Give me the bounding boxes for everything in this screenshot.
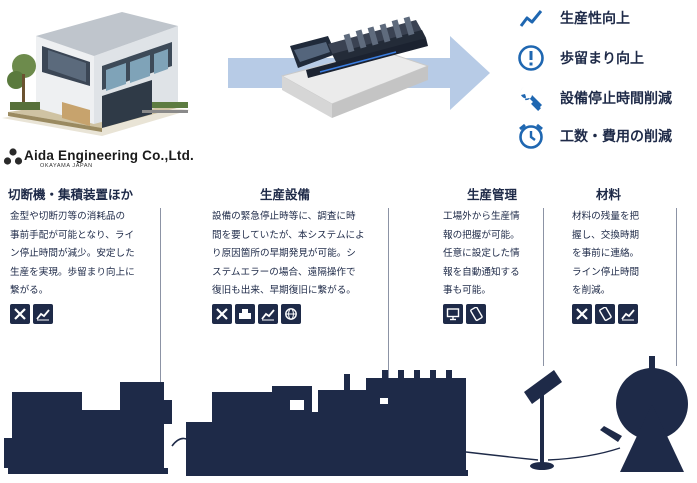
- panel-line: 工場外から生産情: [443, 211, 520, 222]
- company-name: Aida Engineering Co.,Ltd.: [24, 148, 194, 163]
- panel-line: 復旧も出来、早期復旧に繋がる。: [212, 285, 356, 296]
- panel-line: 繋がる。: [10, 285, 49, 296]
- panel-line: 設備の緊急停止時等に、調査に時: [212, 211, 356, 222]
- panel-line: を削減。: [572, 285, 611, 296]
- production-line-silhouette: [4, 356, 688, 476]
- machine-illustration: [280, 16, 430, 118]
- section-title-material: 材料: [596, 187, 622, 202]
- exclamation-circle-icon: [516, 43, 546, 73]
- company-logo-icon: [3, 148, 23, 165]
- benefit-item: 工数・費用の削減: [516, 120, 697, 152]
- tools-icon: [10, 303, 30, 324]
- panel-line: ステムエラーの場合、遠隔操作で: [212, 266, 356, 278]
- benefit-label: 設備停止時間削減: [560, 91, 672, 107]
- benefit-item: 歩留まり向上: [516, 42, 697, 74]
- wrench-icon: [516, 83, 546, 113]
- panel-line: り原因箇所の早期発見が可能。シ: [212, 248, 356, 259]
- benefit-item: 生産性向上: [516, 2, 697, 34]
- monitor-icon: [443, 303, 463, 324]
- panel-line: 報の把握が可能。: [443, 229, 520, 241]
- company-location: OKAYAMA JAPAN: [40, 163, 93, 169]
- panel-line: 握し、交換時期: [572, 229, 640, 241]
- benefit-item: 設備停止時間削減: [516, 82, 697, 114]
- benefit-label: 生産性向上: [560, 11, 630, 27]
- panel-line: 事も可能。: [443, 285, 491, 296]
- panel-line: ン停止時間が減少。安定した: [10, 248, 135, 259]
- smartphone-icon: [595, 303, 615, 324]
- panel-line: 報を自動通知する: [443, 266, 520, 278]
- section-title-production-management: 生産管理: [467, 187, 518, 202]
- benefit-label: 工数・費用の削減: [560, 129, 672, 145]
- panel-line: ライン停止時間: [572, 266, 640, 278]
- trend-up-icon: [516, 3, 546, 33]
- remote-globe-icon: [281, 303, 301, 324]
- panel-line: 材料の残量を把: [572, 211, 640, 222]
- section-panel-production-management: 工場外から生産情 報の把握が可能。 任意に設定した情 報を自動通知する 事も可能…: [443, 208, 544, 366]
- smartphone-icon: [466, 303, 486, 324]
- panel-line: 金型や切断刃等の消耗品の: [10, 211, 126, 222]
- chart-icon: [618, 303, 638, 324]
- factory-building-illustration: [2, 12, 190, 136]
- panel-line: 生産を実現。歩留まり向上に: [10, 266, 135, 278]
- machine-icon: [235, 303, 255, 324]
- panel-line: 間を要していたが、本システムによ: [212, 229, 365, 241]
- alarm-clock-icon: [516, 121, 546, 151]
- tools-icon: [212, 303, 232, 324]
- panel-line: 事前手配が可能となり、ライ: [10, 229, 135, 241]
- chart-icon: [33, 303, 53, 324]
- benefit-label: 歩留まり向上: [560, 51, 644, 67]
- chart-icon: [258, 303, 278, 324]
- section-title-equipment: 生産設備: [260, 187, 311, 202]
- panel-line: を事前に連絡。: [572, 248, 640, 259]
- section-panel-cutting: 金型や切断刃等の消耗品の 事前手配が可能となり、ライ ン停止時間が減少。安定した…: [10, 208, 161, 392]
- section-title-cutting: 切断機・集積装置ほか: [8, 187, 134, 202]
- panel-line: 任意に設定した情: [443, 248, 520, 259]
- section-panel-material: 材料の残量を把 握し、交換時期 を事前に連絡。 ライン停止時間 を削減。: [572, 208, 677, 366]
- section-panel-equipment: 設備の緊急停止時等に、調査に時 間を要していたが、本システムによ り原因箇所の早…: [212, 208, 389, 392]
- tools-icon: [572, 303, 592, 324]
